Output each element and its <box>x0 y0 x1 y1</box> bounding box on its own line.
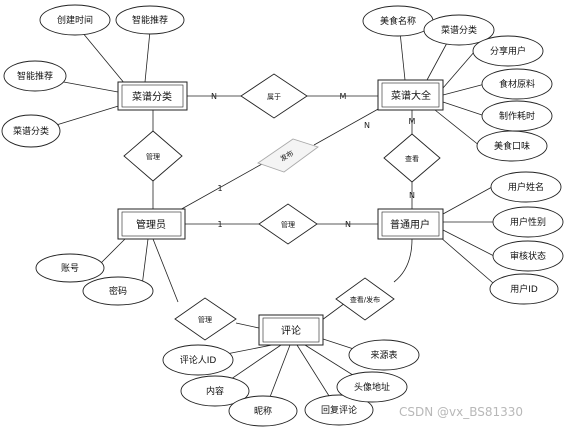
attr-collection-food-name: 美食名称 <box>380 15 416 27</box>
attr-admin-account-ellipse <box>35 253 105 283</box>
entity-admin: 管理员 <box>136 218 166 231</box>
attr-admin-password: 密码 <box>109 285 127 297</box>
attr-category-smart-recommend-2-ellipse <box>3 60 67 92</box>
attr-user-name: 用户姓名 <box>508 181 544 193</box>
rel-view-publish-label: 查看/发布 <box>350 295 380 304</box>
rel-belongs-to-label: 属于 <box>267 93 281 101</box>
attr-admin-password-ellipse <box>82 276 154 306</box>
attr-comment-nickname: 昵称 <box>254 405 272 417</box>
rel-view-diamond <box>383 133 441 183</box>
attr-category-smart-recommend-1: 智能推荐 <box>132 14 168 26</box>
attr-collection-category-ellipse <box>423 14 495 46</box>
entity-normal-user: 普通用户 <box>390 218 430 231</box>
edge-manage-comment <box>235 322 260 329</box>
edge-admin-account <box>97 237 127 267</box>
attr-admin-account: 账号 <box>61 263 79 274</box>
attr-category-smart-recommend-2: 智能推荐 <box>17 70 53 82</box>
attr-collection-ingredients-ellipse <box>481 68 553 100</box>
rel-admin-manages-comment-diamond <box>174 297 237 341</box>
attr-category-name: 菜谱分类 <box>13 125 49 137</box>
attr-user-review-status-ellipse <box>492 240 564 272</box>
rel-admin-manages-user-diamond <box>258 203 318 245</box>
edge-publish-collection <box>313 107 381 146</box>
rel-view-label: 查看 <box>405 154 419 163</box>
attr-category-created-time-ellipse <box>39 4 111 36</box>
card-publish-collection-n: N <box>364 121 370 130</box>
edge-category-smart-recommend-1 <box>144 30 151 83</box>
attr-user-id: 用户ID <box>510 283 538 295</box>
edge-collection-share-user <box>442 50 476 89</box>
edge-collection-ingredients <box>442 83 486 96</box>
attr-collection-share-user: 分享用户 <box>490 45 526 57</box>
rel-view-publish-diamond <box>335 277 395 321</box>
card-collection-view-m: M <box>409 117 416 126</box>
entity-normal-user-inner <box>381 211 440 237</box>
edge-view-publish-comment <box>321 302 346 321</box>
attr-comment-content-ellipse <box>180 375 250 407</box>
attr-collection-taste: 美食口味 <box>494 140 530 152</box>
attr-comment-reply: 回复评论 <box>321 404 357 416</box>
entity-normal-user-box <box>377 208 444 240</box>
entity-recipe-category: 菜谱分类 <box>132 90 172 103</box>
card-admin-user-1: 1 <box>217 220 222 229</box>
attr-category-smart-recommend-1-ellipse <box>115 5 185 35</box>
attr-comment-commenter-id: 评论人ID <box>180 354 217 366</box>
attr-collection-share-user-ellipse <box>472 35 544 67</box>
edge-category-created-time <box>81 31 126 85</box>
attr-collection-ingredients: 食材原料 <box>499 78 535 90</box>
rel-publish-diamond <box>257 138 319 173</box>
attr-comment-reply-ellipse <box>304 394 374 426</box>
card-user-view-n: N <box>409 191 415 200</box>
entity-recipe-collection: 菜谱大全 <box>391 89 431 102</box>
edge-collection-cook-time <box>442 101 486 117</box>
card-collection-belongs-m: M <box>340 92 347 101</box>
attr-category-created-time: 创建时间 <box>57 14 93 26</box>
attr-comment-avatar: 头像地址 <box>354 381 390 393</box>
edge-user-view-publish <box>393 238 413 283</box>
edge-user-name <box>442 186 493 215</box>
edge-admin-password <box>141 238 149 287</box>
rel-admin-manages-category-diamond <box>123 130 183 182</box>
attr-category-name-ellipse <box>1 114 61 148</box>
rel-admin-manages-category-label: 管理 <box>146 152 160 161</box>
rel-admin-manages-user-label: 管理 <box>281 220 295 229</box>
entity-admin-inner <box>121 211 182 237</box>
edge-admin-publish <box>177 163 263 212</box>
attr-comment-commenter-id-ellipse <box>162 344 234 376</box>
card-category-belongs-n: N <box>211 92 217 101</box>
edge-user-review-status <box>442 229 495 257</box>
edge-collection-taste <box>434 109 481 147</box>
attr-collection-cook-time: 制作耗时 <box>499 110 535 122</box>
attr-comment-source-table-ellipse <box>348 339 420 371</box>
edge-user-id <box>439 236 501 290</box>
attr-user-name-ellipse <box>490 171 562 203</box>
attr-collection-category: 菜谱分类 <box>441 24 477 36</box>
card-admin-publish-1: 1 <box>217 184 222 193</box>
attr-user-review-status: 审核状态 <box>510 250 546 262</box>
edge-admin-manage-comment <box>152 238 179 303</box>
attr-user-gender: 用户性别 <box>510 216 546 228</box>
attr-comment-avatar-ellipse <box>336 371 408 403</box>
edge-collection-food-name <box>399 31 406 81</box>
rel-belongs-to-diamond <box>240 73 308 119</box>
attr-comment-nickname-ellipse <box>228 395 298 427</box>
entity-admin-box <box>117 208 186 240</box>
watermark: CSDN @vx_BS81330 <box>399 405 524 419</box>
entity-recipe-collection-inner <box>381 82 440 108</box>
attr-user-id-ellipse <box>489 273 559 305</box>
entity-recipe-category-inner <box>121 84 184 108</box>
entity-comment-inner <box>262 317 320 343</box>
attr-collection-taste-ellipse <box>476 130 548 162</box>
attr-comment-source-table: 来源表 <box>370 349 397 361</box>
entity-recipe-category-box <box>117 81 188 111</box>
entity-recipe-collection-box <box>377 79 444 111</box>
entity-comment: 评论 <box>281 324 301 337</box>
attr-comment-content: 内容 <box>206 385 224 397</box>
attr-user-gender-ellipse <box>492 206 564 238</box>
card-user-admin-n: N <box>345 220 351 229</box>
entity-comment-box <box>258 314 324 346</box>
rel-admin-manages-comment-label: 管理 <box>198 315 212 324</box>
